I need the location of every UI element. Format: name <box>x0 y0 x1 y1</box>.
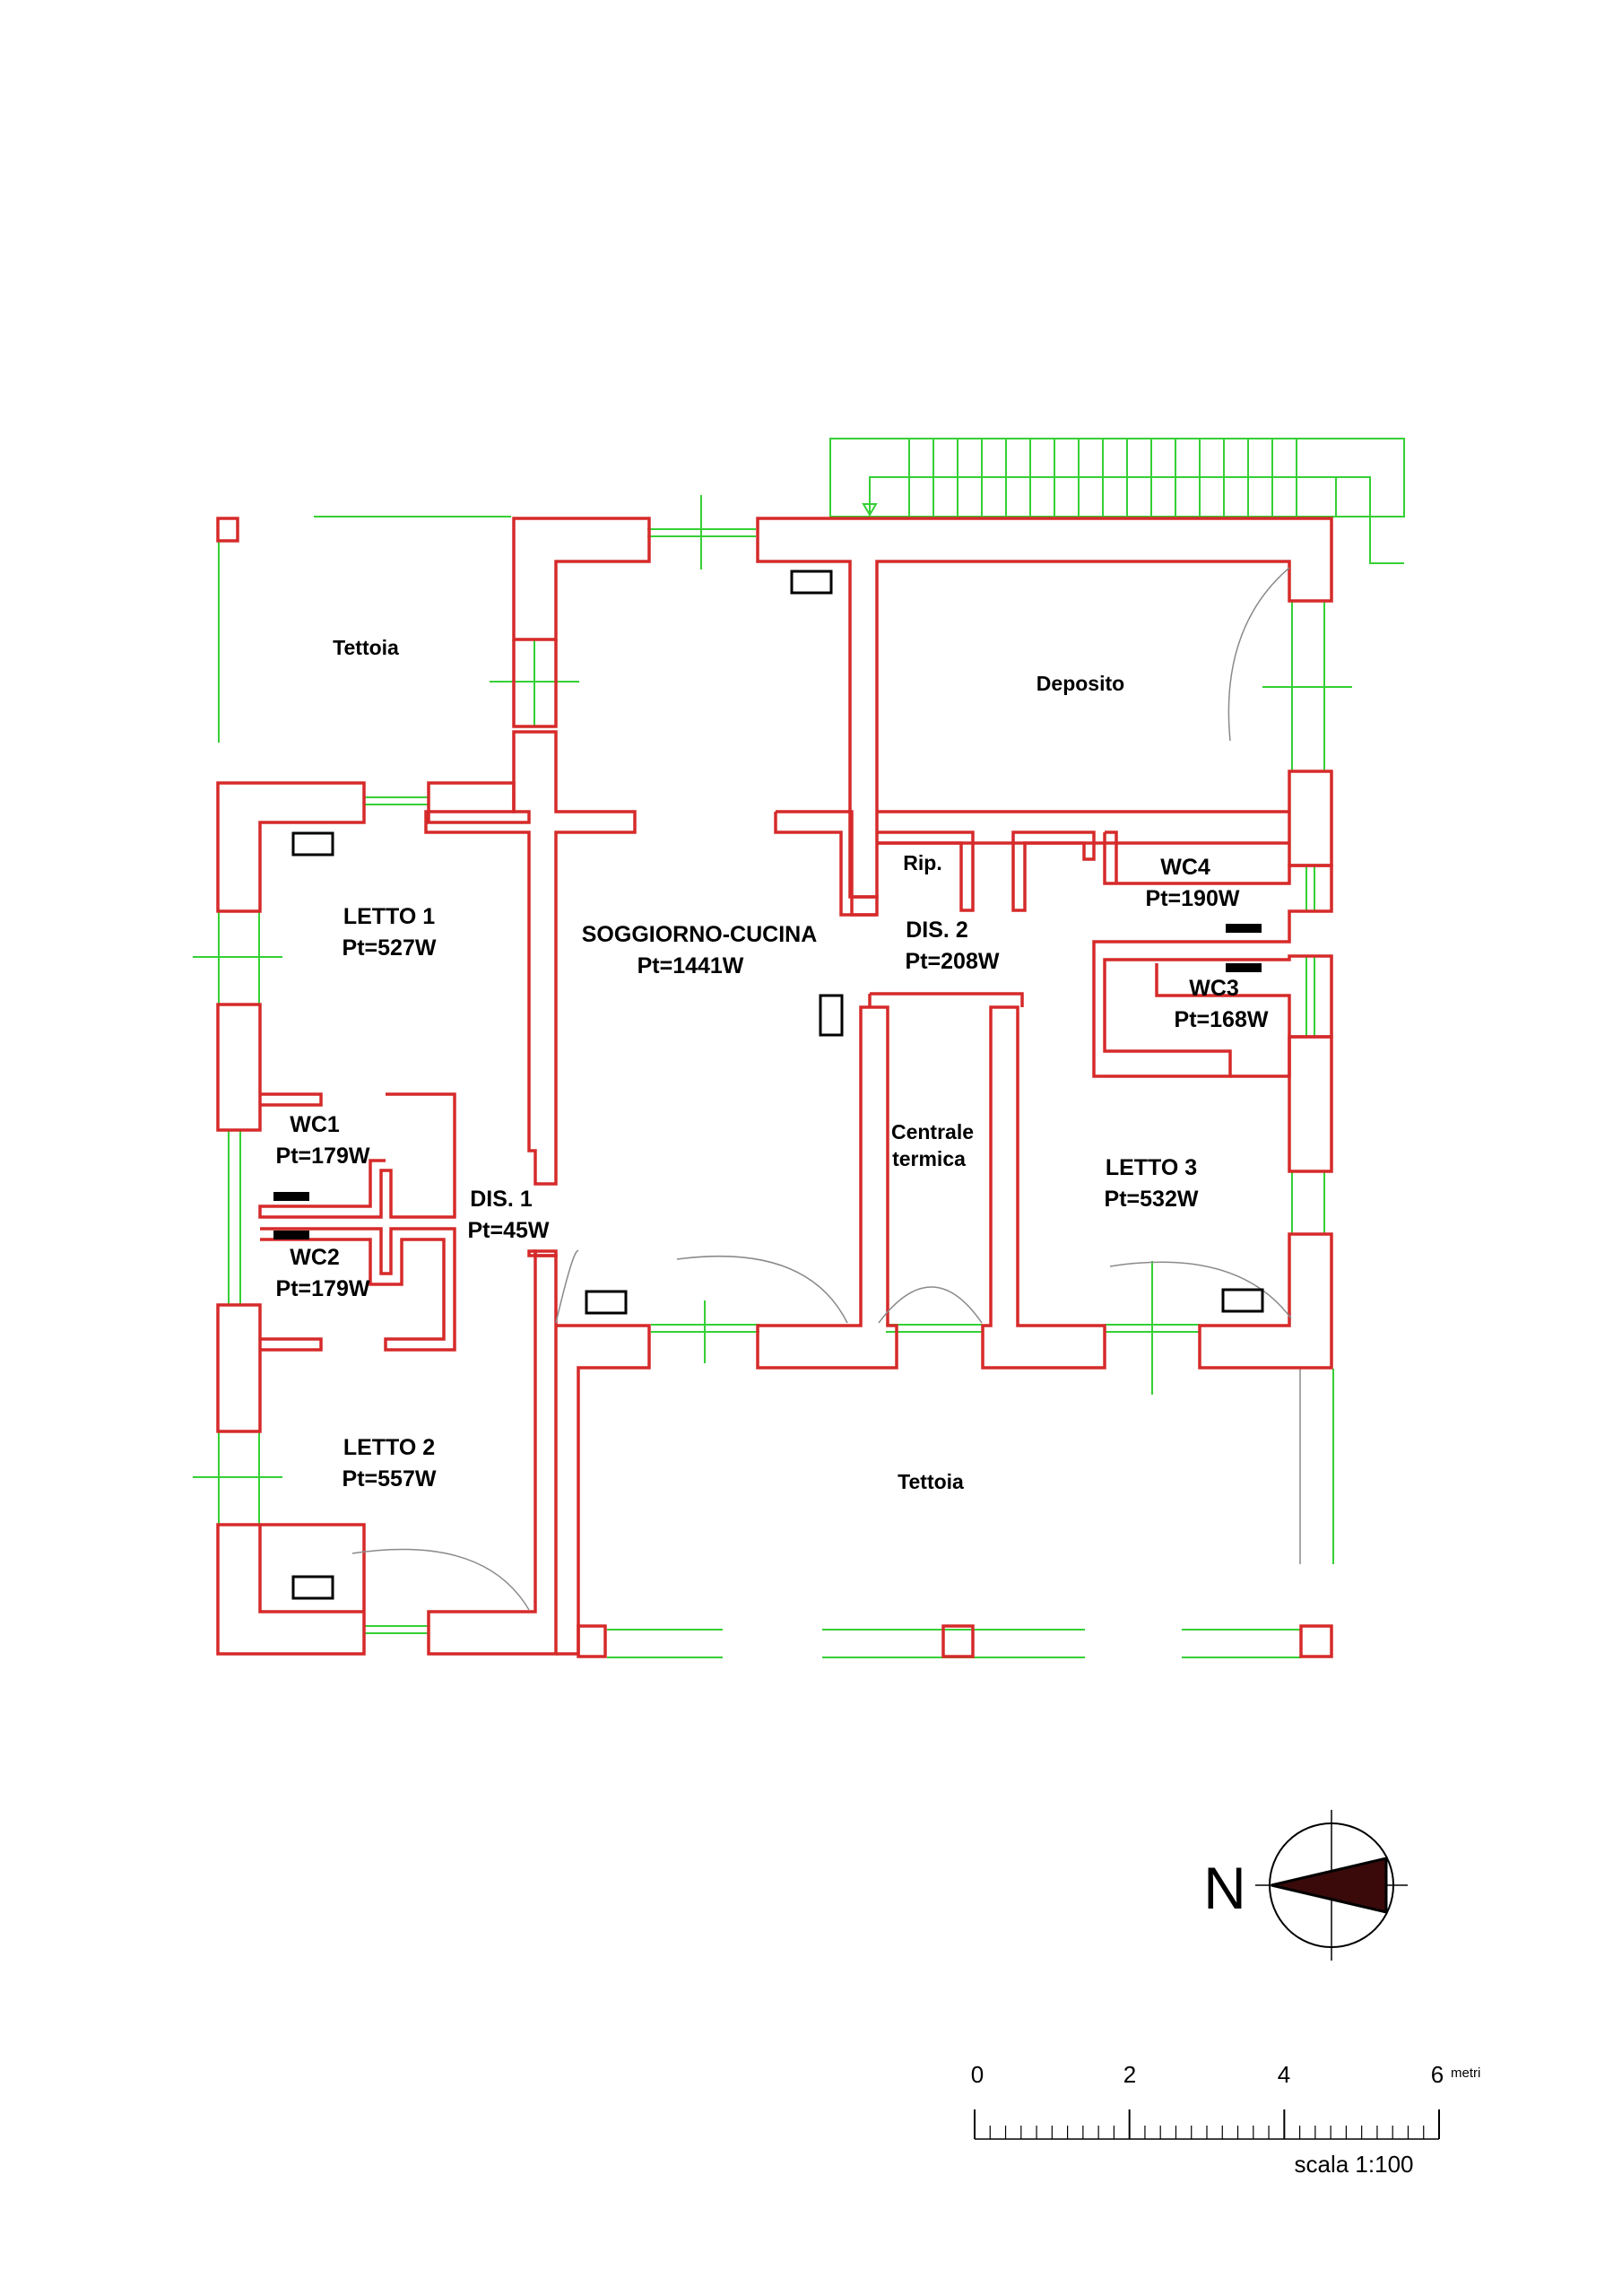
room-letto1-name: LETTO 1 <box>343 904 435 929</box>
towel-radiator-icon <box>1226 924 1262 933</box>
north-arrow: N <box>1203 1810 1408 1961</box>
room-letto2-name: LETTO 2 <box>343 1435 435 1460</box>
scale-label-6: 6 <box>1431 2061 1444 2088</box>
north-arrow-icon <box>1271 1857 1388 1914</box>
room-soggiorno-power: Pt=1441W <box>638 953 744 978</box>
room-letto3-name: LETTO 3 <box>1106 1155 1197 1180</box>
radiator-icon <box>291 831 334 857</box>
room-letto1-power: Pt=527W <box>343 935 437 961</box>
room-tettoia-nw: Tettoia <box>333 636 399 659</box>
north-label: N <box>1203 1855 1246 1921</box>
walls <box>216 517 1333 1658</box>
scale-caption: scala 1:100 <box>1295 2151 1414 2178</box>
room-dis2-power: Pt=208W <box>906 949 1000 974</box>
stair-treads <box>908 439 1297 517</box>
radiator-icon <box>819 994 844 1037</box>
scale-label-4: 4 <box>1278 2061 1290 2088</box>
radiator-icon <box>1221 1288 1264 1313</box>
room-tettoia-s: Tettoia <box>898 1470 964 1493</box>
room-centrale-line2: termica <box>892 1147 966 1170</box>
room-centrale-line1: Centrale <box>891 1120 974 1144</box>
room-wc1-name: WC1 <box>290 1112 340 1137</box>
room-dis1-power: Pt=45W <box>467 1218 549 1243</box>
towel-radiator-icon <box>1226 963 1262 972</box>
room-wc2-name: WC2 <box>290 1245 340 1270</box>
room-wc3-power: Pt=168W <box>1175 1007 1269 1032</box>
door-swings <box>351 567 1292 1611</box>
radiator-icon <box>790 570 833 595</box>
scale-unit: metri <box>1451 2066 1480 2081</box>
room-letto2-power: Pt=557W <box>343 1466 437 1492</box>
room-wc3-name: WC3 <box>1189 976 1239 1001</box>
scale-label-0: 0 <box>971 2061 984 2088</box>
room-wc4-name: WC4 <box>1160 855 1210 880</box>
room-wc1-power: Pt=179W <box>276 1144 370 1169</box>
room-wc4-power: Pt=190W <box>1146 886 1240 911</box>
room-dis1-name: DIS. 1 <box>470 1187 533 1212</box>
room-deposito: Deposito <box>1037 672 1124 695</box>
room-wc2-power: Pt=179W <box>276 1276 370 1301</box>
room-soggiorno-name: SOGGIORNO-CUCINA <box>582 922 818 947</box>
scale-ticks <box>974 2109 1440 2139</box>
room-dis2-name: DIS. 2 <box>906 918 967 943</box>
radiator-icon <box>291 1575 334 1600</box>
towel-radiator-icon <box>273 1192 309 1201</box>
room-labels: Tettoia Deposito LETTO 1 Pt=527W SOGGIOR… <box>276 636 1269 1493</box>
radiator-icon <box>585 1290 628 1315</box>
scale-bar: 0 2 4 6 metri scala 1:100 <box>971 2061 1481 2178</box>
scale-label-2: 2 <box>1123 2061 1136 2088</box>
stair-and-openings <box>193 438 1405 1658</box>
room-letto3-power: Pt=532W <box>1105 1187 1199 1212</box>
room-rip: Rip. <box>903 851 941 874</box>
radiators <box>273 570 1264 1600</box>
towel-radiator-icon <box>273 1231 309 1239</box>
